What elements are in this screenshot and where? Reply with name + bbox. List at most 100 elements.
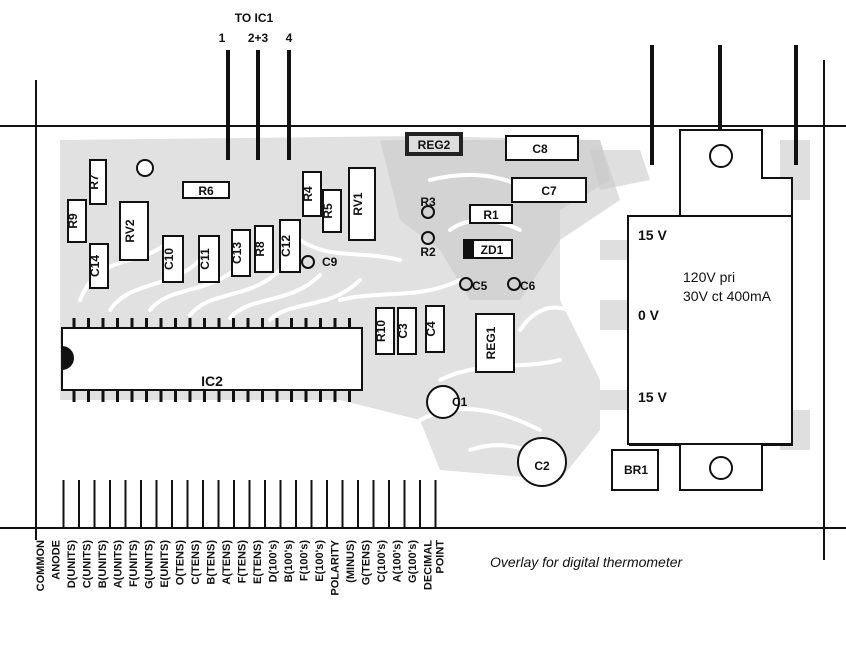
pin-label: COMMON (35, 540, 47, 591)
pin-label: G(TENS) (361, 540, 373, 586)
c4-body (425, 305, 445, 353)
pin-label: F(UNITS) (128, 540, 140, 587)
pin-label: B(100's) (283, 540, 295, 583)
c11-body (198, 235, 220, 283)
r1-label: R1 (483, 208, 499, 222)
c13-label: C13 (230, 242, 244, 264)
reg2-label-bg (409, 136, 459, 152)
ic1-pin-2-3-label: 2+3 (248, 31, 269, 45)
c1-body (426, 385, 460, 419)
r1-body (469, 204, 513, 224)
c13-body (231, 229, 251, 277)
r7-label: R7 (87, 174, 101, 190)
r2-pad (421, 231, 435, 245)
c2-body (517, 437, 567, 487)
pin-label: (MINUS) (345, 540, 357, 583)
c7-label: C7 (541, 184, 557, 198)
c9-label: C9 (322, 255, 338, 269)
r9-body (67, 199, 87, 243)
pin-label: ANODE (51, 540, 63, 580)
rv1-body (348, 167, 376, 241)
r8-body (254, 225, 274, 273)
reg1-label: REG1 (484, 326, 498, 359)
r4-body (302, 171, 322, 217)
c3-body (397, 307, 417, 355)
reg1-body (475, 313, 515, 373)
c1-label: C1 (452, 395, 468, 409)
pin-label: C(UNITS) (82, 540, 94, 589)
c6-pad (507, 277, 521, 291)
c9-pad (301, 255, 315, 269)
transformer-body (627, 215, 793, 445)
r4-label: R4 (301, 186, 315, 202)
c7-body (511, 177, 587, 203)
c8-body (505, 135, 579, 161)
ic2-pins (72, 318, 351, 402)
ic2-body (61, 327, 363, 391)
c3-label: C3 (396, 323, 410, 339)
pin-label: D(UNITS) (66, 540, 78, 589)
c5-label: C5 (472, 279, 488, 293)
pin-label: C(100's) (376, 540, 388, 583)
reg2-label: REG2 (418, 138, 451, 152)
transformer-mount-top (709, 144, 733, 168)
ic1-pin-1-label: 1 (219, 31, 226, 45)
r9-label: R9 (66, 213, 80, 229)
pin-label: A(TENS) (221, 540, 233, 585)
c10-body (162, 235, 184, 283)
rv2-body (119, 201, 149, 261)
pin-label: A(100's) (392, 540, 404, 583)
zd1-band (464, 240, 474, 258)
r3-label: R3 (420, 195, 436, 209)
transformer-spec-line2: 30V ct 400mA (683, 288, 772, 304)
ic2-label: IC2 (201, 373, 223, 389)
pin-label: F(100's) (299, 540, 311, 581)
c5-pad (459, 277, 473, 291)
r6-body (182, 181, 230, 199)
pin-label: F(TENS) (237, 540, 249, 584)
ic1-pin-4-label: 4 (286, 31, 293, 45)
to-ic1-label: TO IC1 (235, 11, 274, 25)
c14-body (89, 243, 109, 289)
caption: Overlay for digital thermometer (490, 554, 684, 570)
r10-label: R10 (374, 320, 388, 342)
c10-label: C10 (162, 248, 176, 270)
c8-label: C8 (532, 142, 548, 156)
pin-label: E(UNITS) (159, 540, 171, 588)
c6-label: C6 (520, 279, 536, 293)
pin-label: DECIMAL (423, 540, 435, 590)
pin-label: B(UNITS) (97, 540, 109, 589)
c12-body (279, 219, 301, 273)
pin-label: C(TENS) (190, 540, 202, 585)
mounting-hole (136, 159, 154, 177)
br1-label: BR1 (624, 463, 648, 477)
pin-label: O(TENS) (175, 540, 187, 586)
r3-pad (421, 205, 435, 219)
pin-label: POINT (435, 540, 447, 574)
pin-label: POLARITY (330, 539, 342, 595)
br1-body (611, 449, 659, 491)
transformer-top-voltage: 15 V (638, 227, 667, 243)
zd1-label: ZD1 (481, 243, 504, 257)
transformer-spec-line1: 120V pri (683, 269, 735, 285)
pin-label: B(TENS) (206, 540, 218, 585)
r6-label: R6 (198, 184, 214, 198)
c14-label: C14 (88, 255, 102, 277)
transformer-mount-bottom (709, 456, 733, 480)
pin-label: E(TENS) (252, 540, 264, 584)
ic2-notch (62, 346, 74, 370)
c4-label: C4 (424, 321, 438, 337)
rv1-label: RV1 (351, 192, 365, 215)
transformer-bottom-voltage: 15 V (638, 389, 667, 405)
pin-label: G(UNITS) (144, 540, 156, 589)
transformer-mid-voltage: 0 V (638, 307, 660, 323)
r5-label: R5 (321, 203, 335, 219)
c12-label: C12 (279, 235, 293, 257)
pin-label: E(100's) (314, 540, 326, 582)
pin-label: D(100's) (268, 540, 280, 583)
r5-body (322, 189, 342, 233)
r2-label: R2 (420, 245, 436, 259)
